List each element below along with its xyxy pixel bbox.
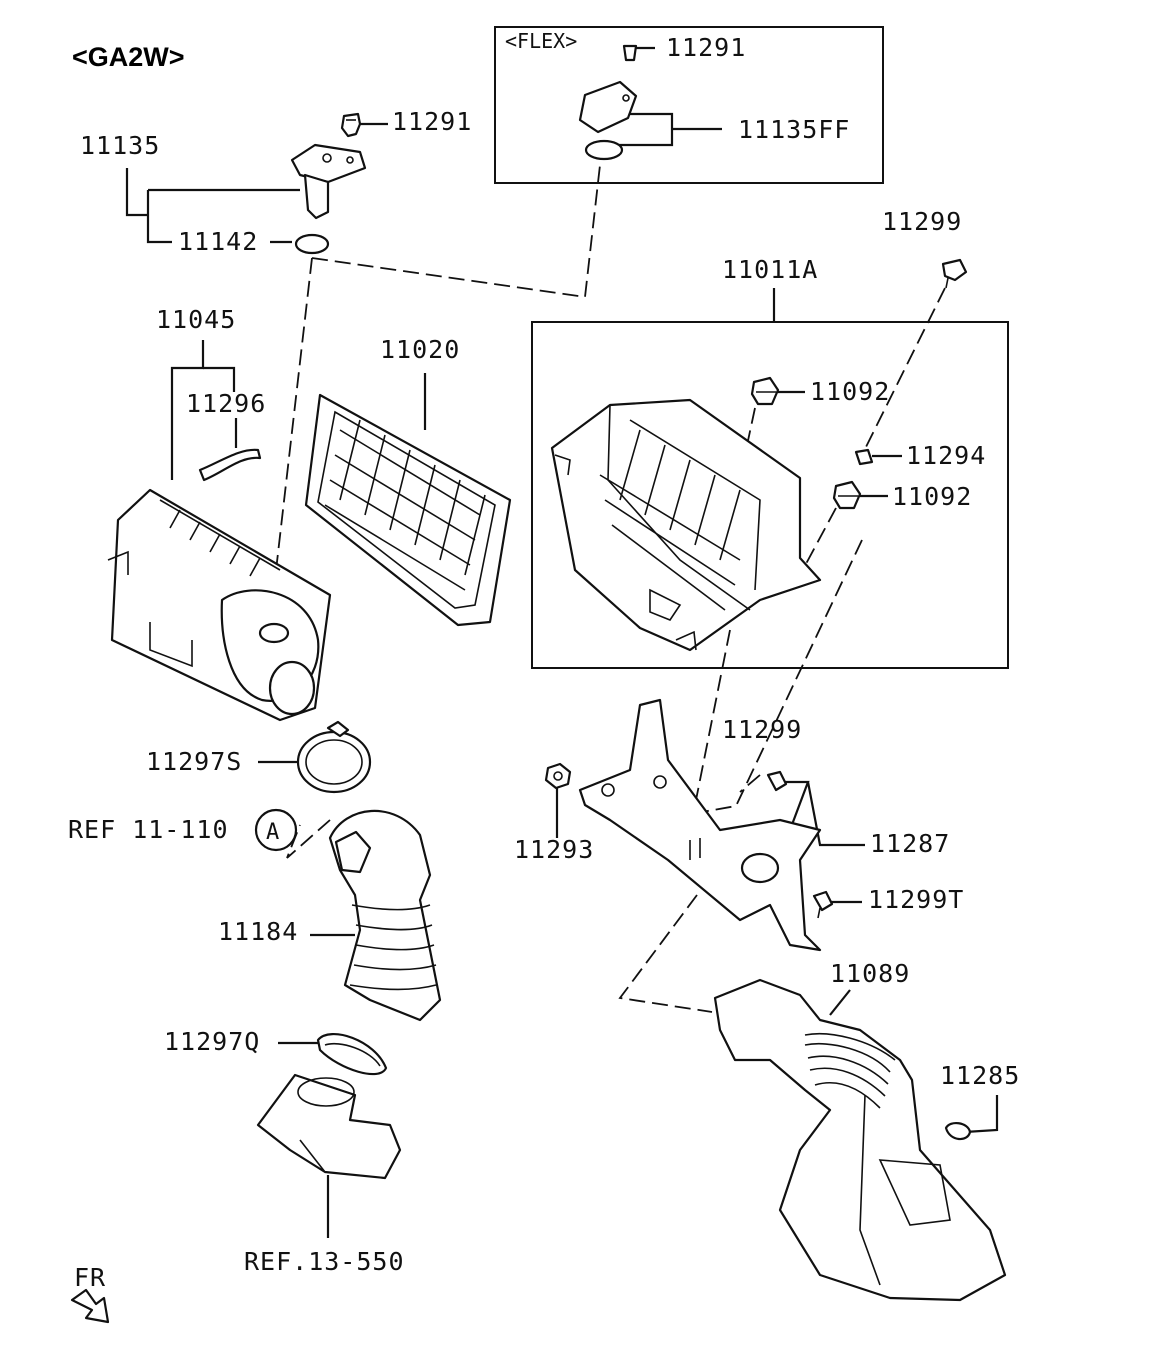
bolt-icon (812, 890, 834, 919)
air-cleaner-lower-case-box (531, 321, 1009, 669)
flex-sensor-icon (578, 44, 638, 161)
label-11020: 11020 (380, 335, 460, 364)
bolt-icon (340, 112, 362, 138)
bolt-icon (766, 770, 788, 792)
intake-hose-icon (328, 809, 442, 1022)
grommet-icon (750, 376, 780, 406)
label-11296: 11296 (186, 389, 266, 418)
label-11291-flex: 11291 (666, 33, 746, 62)
label-11285: 11285 (940, 1061, 1020, 1090)
air-filter-element-icon (304, 393, 512, 627)
flex-variant-box (494, 26, 884, 184)
label-11045: 11045 (156, 305, 236, 334)
ref-circle-marker (254, 808, 298, 852)
front-arrow-icon (70, 1288, 110, 1324)
breather-hose-icon (198, 448, 262, 482)
bracket-icon (578, 698, 822, 952)
grommet-icon (944, 1122, 972, 1141)
front-indicator-label: FR (74, 1263, 106, 1292)
air-intake-duct-icon (713, 978, 1007, 1302)
air-cleaner-cover-icon (107, 488, 332, 722)
label-11184: 11184 (218, 917, 298, 946)
bolt-icon (941, 258, 968, 289)
model-code: <GA2W> (72, 42, 185, 72)
label-11293: 11293 (514, 835, 594, 864)
label-11092-lower: 11092 (892, 482, 972, 511)
label-ref-11-110: REF 11-110 (68, 815, 229, 844)
label-11092-upper: 11092 (810, 377, 890, 406)
airflow-sensor-icon (290, 143, 367, 220)
throttle-duct-icon (256, 1073, 402, 1180)
label-11011a: 11011A (722, 255, 818, 284)
label-11135ff: 11135FF (738, 115, 850, 144)
label-11299-upper: 11299 (882, 207, 962, 236)
label-11089: 11089 (830, 959, 910, 988)
label-11297q: 11297Q (164, 1027, 260, 1056)
leader-lines (125, 46, 999, 1238)
hose-clamp-icon (296, 720, 372, 794)
air-cleaner-lower-case-icon (550, 398, 822, 652)
collar-icon (854, 448, 874, 466)
label-ref-13-550: REF.13-550 (244, 1247, 405, 1276)
label-11297s: 11297S (146, 747, 242, 776)
label-11299-middle: 11299 (722, 715, 802, 744)
hose-clamp-icon (316, 1033, 388, 1076)
label-11294: 11294 (906, 441, 986, 470)
label-11142: 11142 (178, 227, 258, 256)
grommet-icon (832, 480, 862, 510)
label-11299t: 11299T (868, 885, 964, 914)
label-11135: 11135 (80, 131, 160, 160)
label-11287: 11287 (870, 829, 950, 858)
ref-circle-letter: A (266, 820, 280, 845)
label-11291-upper: 11291 (392, 107, 472, 136)
nut-icon (544, 762, 572, 790)
flex-box-label: <FLEX> (505, 29, 577, 53)
o-ring-icon (294, 233, 330, 255)
